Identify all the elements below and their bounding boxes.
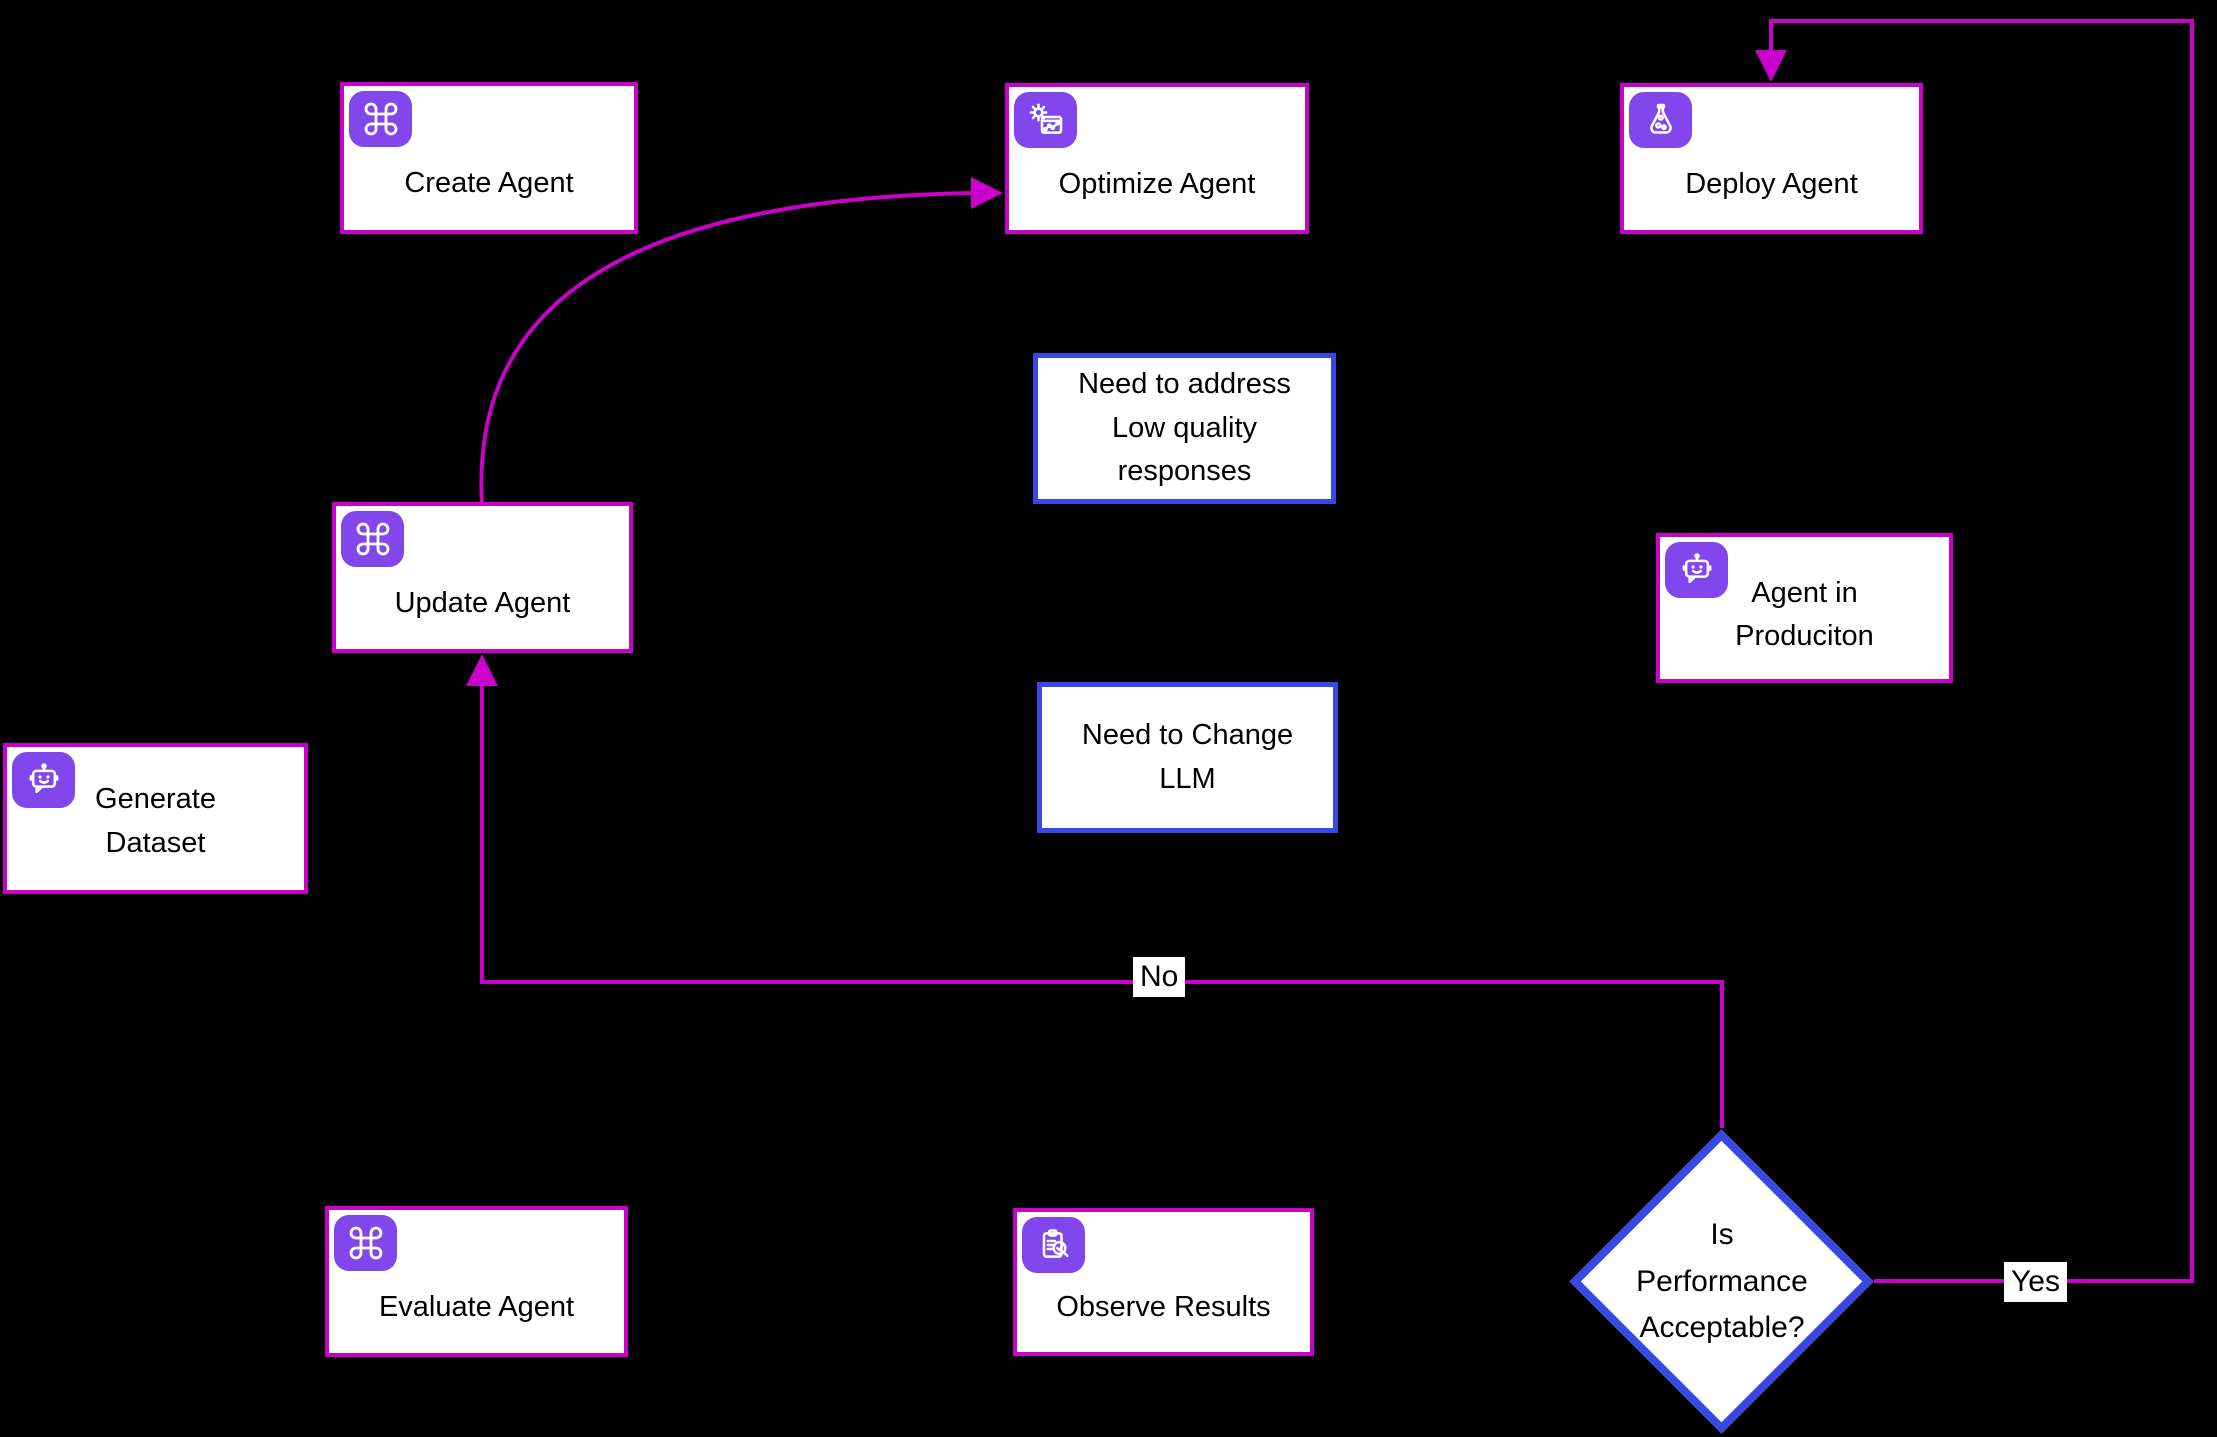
node-label: Update Agent — [394, 586, 571, 619]
edge-update-to-optimize — [479, 191, 974, 504]
node-label: Agent in Produciton — [1735, 576, 1874, 653]
node-evaluate-agent[interactable]: Evaluate Agent — [325, 1206, 628, 1357]
node-create-agent[interactable]: Create Agent — [340, 82, 638, 234]
node-label: Deploy Agent — [1685, 167, 1858, 200]
node-label: Create Agent — [404, 167, 574, 200]
command-icon — [341, 511, 404, 567]
arrowhead-into-update — [466, 654, 498, 686]
node-update-agent[interactable]: Update Agent — [332, 502, 633, 653]
robot-chat-icon — [12, 752, 75, 808]
decision-label: Is Performance Acceptable? — [1636, 1218, 1808, 1344]
clipboard-search-icon — [1022, 1217, 1085, 1273]
node-need-to-change-llm[interactable]: Need to Change LLM — [1037, 682, 1338, 833]
node-optimize-agent[interactable]: Optimize Agent — [1005, 83, 1309, 234]
node-deploy-agent[interactable]: Deploy Agent — [1620, 83, 1923, 234]
command-icon — [349, 91, 412, 147]
robot-chat-icon — [1665, 542, 1728, 598]
node-generate-dataset[interactable]: Generate Dataset — [3, 743, 308, 894]
command-icon — [334, 1215, 397, 1271]
edge-label-yes: Yes — [2004, 1262, 2067, 1302]
node-label: Observe Results — [1056, 1291, 1271, 1324]
gear-chart-icon — [1014, 92, 1077, 148]
node-label: Need to address Low quality responses — [1078, 368, 1291, 488]
node-label: Need to Change LLM — [1081, 719, 1294, 795]
flask-icon — [1629, 92, 1692, 148]
node-label: Optimize Agent — [1058, 167, 1256, 200]
node-label: Generate Dataset — [95, 783, 216, 859]
arrowhead-into-deploy — [1755, 50, 1787, 82]
arrowhead-into-optimize — [971, 177, 1003, 209]
node-agent-in-production[interactable]: Agent in Produciton — [1656, 533, 1953, 683]
node-label: Evaluate Agent — [378, 1290, 575, 1323]
edge-label-no: No — [1133, 957, 1186, 997]
node-need-to-address[interactable]: Need to address Low quality responses — [1033, 353, 1336, 504]
node-observe-results[interactable]: Observe Results — [1013, 1208, 1314, 1356]
